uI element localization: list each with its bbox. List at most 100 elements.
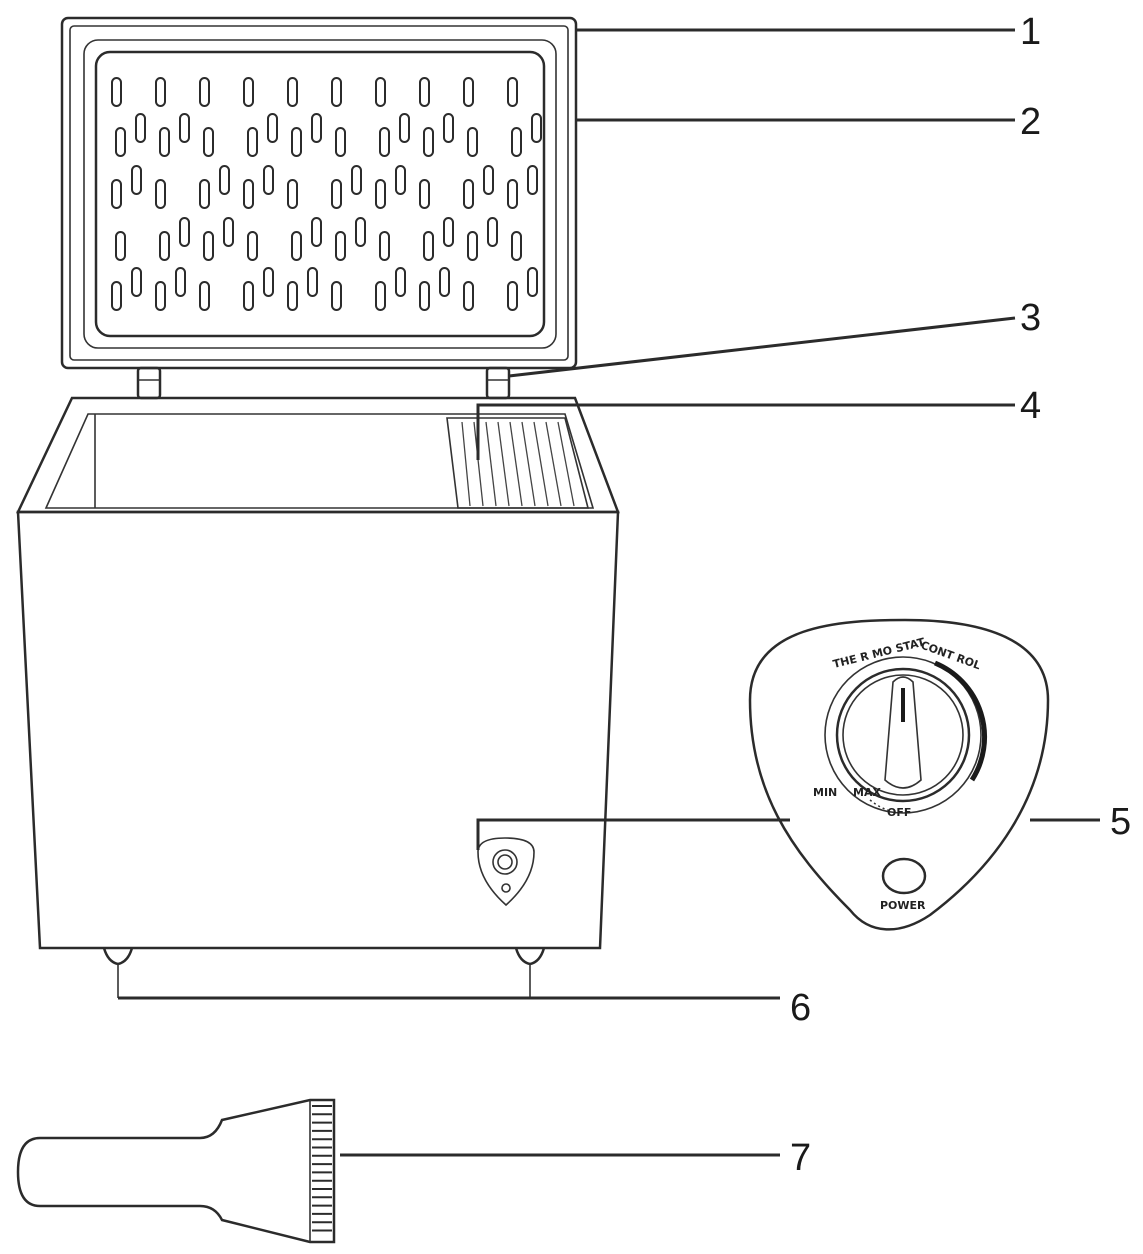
compressor-step-stripes	[461, 421, 575, 507]
callout-3: 3	[1020, 297, 1041, 339]
vent-slot	[527, 267, 538, 297]
power-button	[881, 857, 927, 895]
vent-slot	[463, 77, 474, 107]
callout-6: 6	[790, 987, 811, 1029]
left-hinge	[136, 366, 162, 400]
cabinet-opening	[44, 413, 595, 509]
cabinet-top-rim	[16, 396, 620, 514]
vent-slot	[179, 113, 190, 143]
lid-vent-slots	[111, 77, 542, 311]
vent-slot	[507, 179, 518, 209]
vent-slot	[467, 127, 478, 157]
ice-scraper	[16, 1098, 336, 1244]
vent-slot	[423, 127, 434, 157]
vent-slot	[439, 267, 450, 297]
callout-4: 4	[1020, 385, 1041, 427]
step-stripe	[557, 421, 575, 507]
vent-slot	[159, 231, 170, 261]
vent-slot	[155, 281, 166, 311]
lid-outer-frame	[60, 16, 578, 370]
step-stripe	[473, 421, 484, 507]
vent-slot	[423, 231, 434, 261]
vent-slot	[375, 281, 386, 311]
small-control-panel	[477, 837, 535, 907]
vent-slot	[115, 127, 126, 157]
vent-slot	[399, 113, 410, 143]
vent-slot	[375, 179, 386, 209]
vent-slot	[379, 231, 390, 261]
vent-slot	[311, 217, 322, 247]
vent-slot	[463, 179, 474, 209]
vent-slot	[463, 281, 474, 311]
leader-5b	[476, 818, 790, 850]
control-panel-outline	[748, 618, 1050, 931]
vent-slot	[331, 77, 342, 107]
vent-slot	[291, 127, 302, 157]
vent-slot	[511, 127, 522, 157]
vent-slot	[307, 267, 318, 297]
step-stripe	[545, 421, 562, 507]
vent-slot	[243, 179, 254, 209]
max-label: MAX	[853, 786, 881, 799]
vent-slot	[247, 127, 258, 157]
vent-slot	[507, 77, 518, 107]
step-stripe	[485, 421, 497, 507]
vent-slot	[263, 267, 274, 297]
vent-slot	[375, 77, 386, 107]
thermostat-control-panel: THE R MO STAT CONT ROL MIN MAX OFF POWER	[748, 618, 1050, 931]
min-label: MIN	[813, 786, 837, 799]
step-stripe	[461, 421, 471, 507]
callout-numbers: 1 2 3 4 5 6 7	[790, 11, 1131, 1179]
vent-slot	[131, 165, 142, 195]
vent-slot	[159, 127, 170, 157]
vent-slot	[247, 231, 258, 261]
thermostat-knob	[884, 676, 922, 789]
hinges	[136, 366, 511, 400]
vent-slot	[395, 165, 406, 195]
vent-slot	[155, 77, 166, 107]
vent-slot	[419, 281, 430, 311]
vent-slot	[527, 165, 538, 195]
vent-slot	[395, 267, 406, 297]
vent-slot	[199, 77, 210, 107]
off-label: OFF	[887, 806, 911, 819]
step-stripe	[497, 421, 510, 507]
callout-2: 2	[1020, 101, 1041, 143]
callout-1: 1	[1020, 11, 1041, 53]
lid-liner	[83, 39, 557, 349]
dial-ring	[835, 667, 971, 803]
thermostat-label: THE R MO STAT	[832, 635, 927, 671]
vent-slot	[287, 77, 298, 107]
vent-slot	[379, 127, 390, 157]
vent-slot	[243, 281, 254, 311]
leader-4	[476, 403, 1015, 460]
vent-slot	[331, 281, 342, 311]
vent-slot	[507, 281, 518, 311]
left-foot	[102, 947, 134, 966]
leader-lines	[118, 28, 1100, 1157]
vent-slot	[419, 179, 430, 209]
callout-5: 5	[1110, 801, 1131, 843]
vent-slot	[335, 231, 346, 261]
scraper-body	[16, 1098, 336, 1244]
vent-slot	[355, 217, 366, 247]
step-stripe	[521, 421, 536, 507]
control-label: CONT ROL	[919, 639, 982, 673]
vent-slot	[179, 217, 190, 247]
vent-slot	[135, 113, 146, 143]
vent-slot	[443, 113, 454, 143]
scraper-teeth	[312, 1105, 332, 1232]
vent-slot	[243, 77, 254, 107]
vent-slot	[203, 127, 214, 157]
lid-inner-frame	[69, 25, 569, 361]
vent-slot	[131, 267, 142, 297]
step-stripe	[509, 421, 523, 507]
lid-liner-panel	[94, 50, 546, 338]
vent-slot	[115, 231, 126, 261]
vent-slot	[287, 281, 298, 311]
vent-slot	[199, 179, 210, 209]
vent-slot	[487, 217, 498, 247]
vent-slot	[199, 281, 210, 311]
vent-slot	[335, 127, 346, 157]
